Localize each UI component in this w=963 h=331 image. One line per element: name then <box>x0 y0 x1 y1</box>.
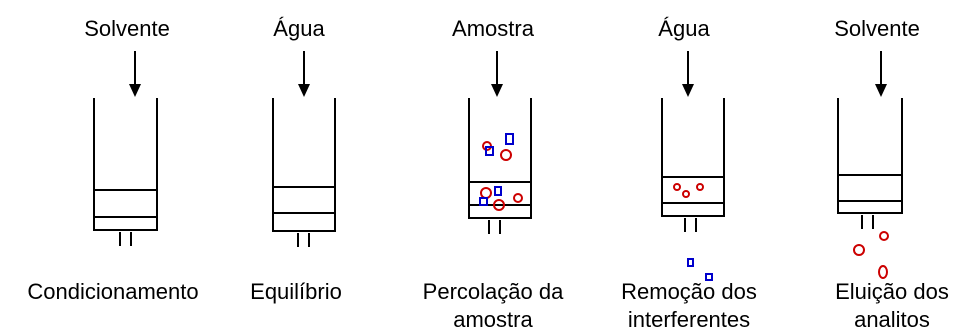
down-arrow-icon <box>875 51 887 97</box>
step-caption: Condicionamento <box>27 279 198 304</box>
down-arrow-icon <box>491 51 503 97</box>
down-arrow-icon <box>682 51 694 97</box>
step-input-label: Água <box>273 16 325 41</box>
step-input-label: Solvente <box>84 16 170 41</box>
step-input-label: Solvente <box>834 16 920 41</box>
step-caption: amostra <box>453 307 533 331</box>
step-input-label: Água <box>658 16 710 41</box>
spe-cartridge <box>468 98 532 234</box>
step-analyte-elution: Solvente Eluição dos analitos <box>834 16 949 331</box>
step-conditioning: Solvente Condicionamento <box>27 16 198 304</box>
spe-cartridge <box>93 98 158 246</box>
step-equilibrium: Água Equilíbrio <box>250 16 342 304</box>
analyte-particles <box>853 231 889 279</box>
step-interferent-removal: Água Remoção dos interferentes <box>621 16 757 331</box>
step-caption: interferentes <box>628 307 750 331</box>
spe-cartridge <box>272 98 336 247</box>
down-arrow-icon <box>298 51 310 97</box>
step-input-label: Amostra <box>452 16 535 41</box>
step-caption: Eluição dos <box>835 279 949 304</box>
spe-cartridge <box>661 98 725 232</box>
step-sample-percolation: Amostra Percolação da amostra <box>423 16 564 331</box>
step-caption: Percolação da <box>423 279 564 304</box>
step-caption: analitos <box>854 307 930 331</box>
analyte-particles <box>673 183 704 198</box>
down-arrow-icon <box>129 51 141 97</box>
spe-cartridge <box>837 98 903 229</box>
step-caption: Equilíbrio <box>250 279 342 304</box>
interferent-particles <box>687 258 713 281</box>
interferent-particles <box>479 133 514 206</box>
step-caption: Remoção dos <box>621 279 757 304</box>
